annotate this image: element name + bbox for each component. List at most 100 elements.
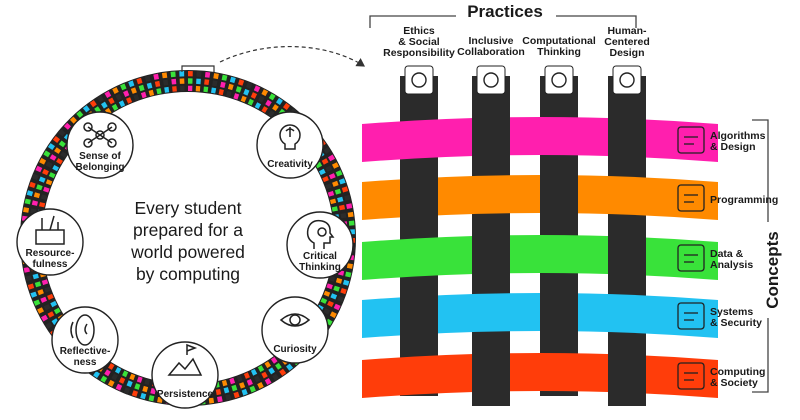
- ring-weave-cell: [131, 390, 138, 397]
- ring-weave-cell: [23, 207, 30, 213]
- practice-label: Computational: [522, 35, 596, 47]
- eye-icon: [279, 313, 311, 327]
- ring-weave-cell: [179, 78, 185, 84]
- practice-label: Thinking: [537, 46, 581, 58]
- ring-weave-cell: [179, 71, 185, 77]
- ring-weave-cell: [100, 375, 108, 383]
- ring-weave-cell: [26, 190, 34, 197]
- ring-weave-cell: [238, 79, 245, 86]
- ring-weave-cell: [339, 204, 346, 211]
- ring-weave-cell: [133, 94, 140, 101]
- ring-weave-cell: [258, 95, 265, 103]
- ring-weave-cell: [188, 71, 193, 77]
- ring-weave-cell: [323, 147, 331, 154]
- disposition-persistence: Persistence: [151, 341, 219, 409]
- ring-weave-cell: [337, 295, 344, 303]
- ring-weave-cell: [340, 213, 347, 219]
- ring-weave-cell: [101, 101, 108, 109]
- mountain-flag-icon: [167, 343, 203, 376]
- center-statement: Every student prepared for a world power…: [130, 198, 245, 284]
- ring-weave-cell: [236, 375, 243, 382]
- ring-weave-cell: [35, 165, 43, 173]
- network-people-icon: [83, 122, 117, 148]
- ring-weave-cell: [38, 176, 46, 183]
- ring-weave-cell: [97, 95, 104, 103]
- ring-weave-cell: [257, 382, 264, 389]
- ring-weave-cell: [323, 290, 331, 297]
- concept-label: & Design: [710, 141, 756, 153]
- concept-label: Systems: [710, 306, 753, 318]
- ring-weave-cell: [322, 176, 329, 183]
- ring-weave-cell: [286, 363, 294, 371]
- ring-weave-cell: [264, 361, 271, 369]
- ring-weave-cell: [58, 140, 66, 148]
- concept-3: Systems& Security: [677, 302, 762, 330]
- ring-weave-cell: [342, 279, 350, 286]
- ring-weave-cell: [229, 76, 236, 84]
- ring-weave-cell: [330, 293, 338, 300]
- ring-weave-cell: [47, 311, 55, 318]
- ring-weave-cell: [58, 129, 66, 137]
- center-line: prepared for a: [133, 220, 243, 240]
- ring-weave-cell: [247, 98, 254, 106]
- practice-strip-over: [540, 170, 578, 228]
- ring-weave-cell: [115, 93, 122, 101]
- practice-strip-over: [400, 288, 438, 346]
- ring-weave-cell: [204, 79, 210, 85]
- ring-weave-cell: [241, 388, 248, 396]
- ring-weave-cell: [146, 82, 153, 89]
- concept-0: Algorithms& Design: [677, 126, 766, 154]
- ring-weave-cell: [156, 88, 162, 95]
- ring-weave-cell: [268, 110, 275, 118]
- center-line: by computing: [136, 264, 240, 284]
- ring-weave-cell: [212, 80, 218, 87]
- ring-weave-cell: [115, 367, 122, 374]
- practice-label: & Social: [398, 36, 440, 48]
- ring-weave-cell: [47, 143, 55, 150]
- ring-weave-cell: [265, 99, 272, 107]
- concept-label: Algorithms: [710, 130, 766, 142]
- concept-4: Computing& Society: [677, 362, 765, 390]
- ring-weave-cell: [233, 93, 240, 100]
- disposition-resourcefulness: Resource-fulness: [16, 208, 84, 276]
- ring-weave-cell: [261, 106, 268, 113]
- ring-weave-cell: [213, 73, 219, 80]
- ring-weave-cell: [344, 194, 351, 201]
- practice-label: Responsibility: [383, 47, 455, 59]
- ring-weave-cell: [346, 203, 353, 209]
- ring-weave-cell: [348, 220, 355, 226]
- ring-weave-cell: [104, 369, 111, 377]
- ring-weave-cell: [319, 168, 326, 176]
- ring-weave-cell: [245, 82, 253, 89]
- ring-weave-cell: [326, 283, 333, 290]
- ring-weave-cell: [226, 90, 232, 98]
- ring-weave-cell: [215, 389, 222, 396]
- ring-weave-cell: [332, 162, 339, 169]
- disposition-circle: [256, 111, 324, 179]
- practice-labels: Ethics& SocialResponsibilityInclusiveCol…: [383, 25, 650, 95]
- practice-strip-over: [608, 348, 646, 406]
- concept-1: Programming: [677, 184, 778, 212]
- ring-weave-cell: [52, 165, 59, 172]
- practice-label: Centered: [604, 36, 650, 48]
- chip-shield-icon: [677, 302, 705, 330]
- practice-label: Inclusive: [469, 35, 514, 47]
- ring-weave-cell: [249, 385, 256, 393]
- ring-weave-cell: [235, 86, 242, 93]
- practices-title-bg: [456, 2, 556, 22]
- ring-weave-cell: [104, 91, 112, 98]
- brain-bulb-icon: [279, 124, 301, 150]
- ring-weave-cell: [136, 77, 143, 85]
- ring-weave-cell: [329, 311, 337, 319]
- practice-strip-over: [472, 230, 510, 288]
- ring-weave-cell: [272, 104, 279, 111]
- ring-weave-cell: [43, 304, 51, 311]
- ring-weave-cell: [320, 297, 328, 304]
- disposition-label: Reflective-: [60, 346, 111, 357]
- practice-label: Design: [609, 47, 644, 59]
- practice-strip-over: [472, 112, 510, 170]
- ring-weave-cell: [268, 93, 276, 101]
